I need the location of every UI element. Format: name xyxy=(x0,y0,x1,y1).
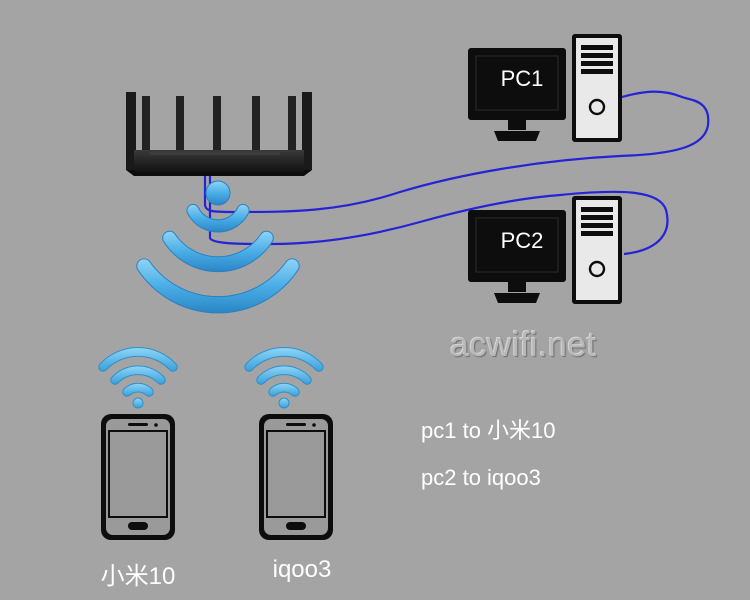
watermark: acwifi.net xyxy=(450,326,597,364)
router-wifi-icon xyxy=(136,180,300,314)
pc2-label: PC2 xyxy=(500,228,544,253)
router-icon xyxy=(126,92,312,176)
phone1-label: 小米10 xyxy=(100,563,176,590)
phone2-smartphone-icon xyxy=(259,414,333,540)
pc2-tower-icon xyxy=(572,196,622,304)
pc1-label: PC1 xyxy=(500,66,544,91)
legend-line-2: pc2 to iqoo3 xyxy=(421,465,541,490)
pc2-monitor-icon xyxy=(468,210,566,303)
pc1-monitor-icon xyxy=(468,48,566,141)
pc1-tower-icon xyxy=(572,34,622,142)
phone2-wifi-icon xyxy=(244,347,324,409)
phone1-wifi-icon xyxy=(98,347,178,409)
legend-line-1: pc1 to 小米10 xyxy=(421,418,556,443)
phone2-label: iqoo3 xyxy=(272,556,332,583)
phone1-smartphone-icon xyxy=(101,414,175,540)
